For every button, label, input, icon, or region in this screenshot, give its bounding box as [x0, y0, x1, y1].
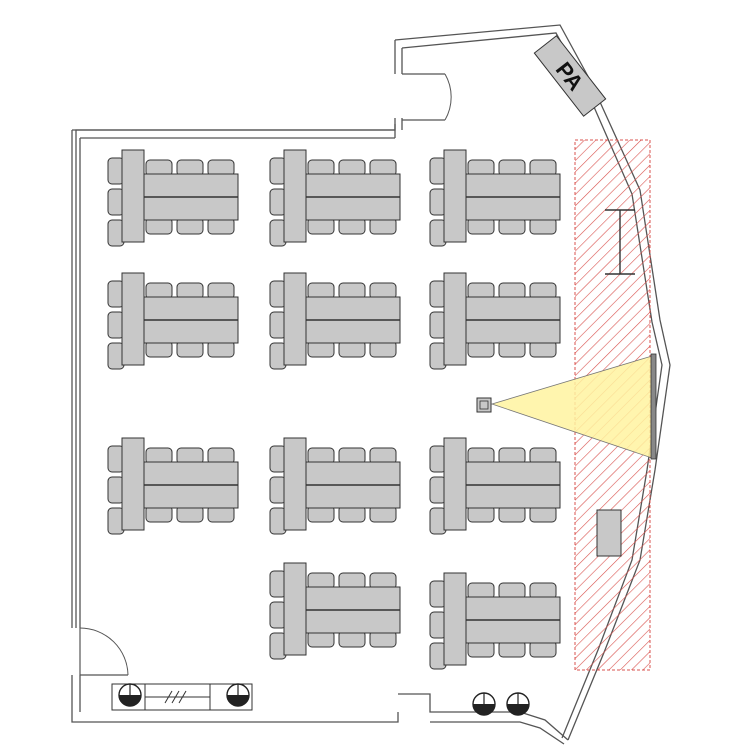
- table-end: [283, 272, 307, 366]
- table-end: [121, 149, 145, 243]
- speaker-icon: [472, 692, 496, 716]
- table-end: [283, 437, 307, 531]
- speaker-icon: [118, 683, 142, 707]
- cabinet: [596, 509, 622, 557]
- door-swing-icon: [79, 73, 452, 676]
- table-group: [269, 562, 401, 660]
- table-end: [443, 149, 467, 243]
- table-group: [107, 437, 239, 535]
- table-groups: [107, 149, 561, 670]
- table-end: [121, 437, 145, 531]
- screen-icon: [650, 353, 657, 460]
- projection-beam: [490, 355, 653, 459]
- lectern-icon: [605, 209, 635, 275]
- table-end: [443, 437, 467, 531]
- table-group: [107, 149, 239, 247]
- table-end: [283, 562, 307, 656]
- speaker-icon: [506, 692, 530, 716]
- table-end: [121, 272, 145, 366]
- table-end: [283, 149, 307, 243]
- table-group: [269, 272, 401, 370]
- speaker-icon: [226, 683, 250, 707]
- table-group: [429, 572, 561, 670]
- table-group: [269, 149, 401, 247]
- table-group: [107, 272, 239, 370]
- speaker-icon: [118, 683, 530, 716]
- table-end: [443, 272, 467, 366]
- table-group: [269, 437, 401, 535]
- projector-icon: [476, 397, 492, 413]
- table-group: [429, 437, 561, 535]
- bottom-left-equipment: [111, 683, 253, 711]
- pa-speaker: PA: [533, 35, 607, 117]
- table-group: [429, 272, 561, 370]
- table-group: [429, 149, 561, 247]
- table-end: [443, 572, 467, 666]
